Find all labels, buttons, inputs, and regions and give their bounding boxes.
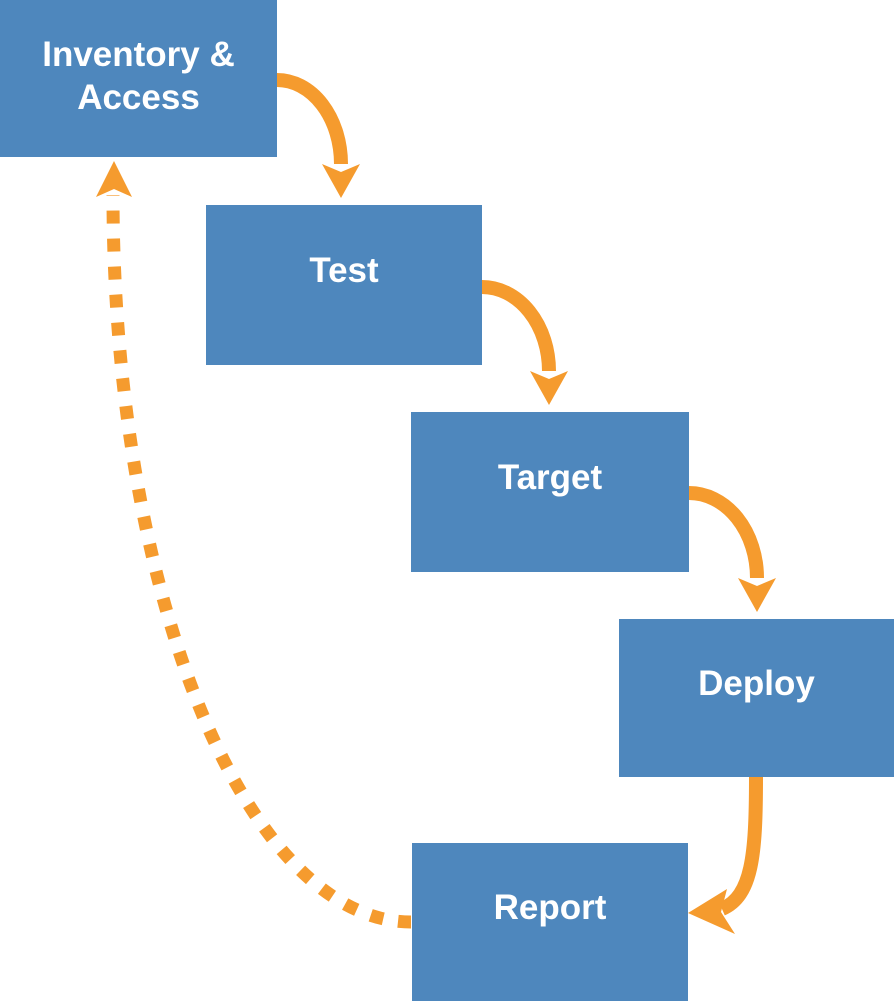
node-inventory-access: Inventory & Access <box>0 0 277 157</box>
node-test: Test <box>206 205 482 365</box>
node-test-label: Test <box>309 250 379 290</box>
arrow-test-to-target <box>481 280 568 405</box>
node-target: Target <box>411 412 689 572</box>
node-inventory-access-label: Inventory & Access <box>42 34 235 117</box>
node-report-label: Report <box>493 887 607 927</box>
arrow-inventory-to-test <box>276 73 360 198</box>
node-deploy: Deploy <box>619 619 894 777</box>
arrow-target-to-deploy <box>688 486 776 612</box>
arrow-deploy-to-report <box>688 776 763 934</box>
node-report: Report <box>412 843 688 1001</box>
node-deploy-label: Deploy <box>698 663 815 703</box>
node-target-label: Target <box>497 457 603 497</box>
